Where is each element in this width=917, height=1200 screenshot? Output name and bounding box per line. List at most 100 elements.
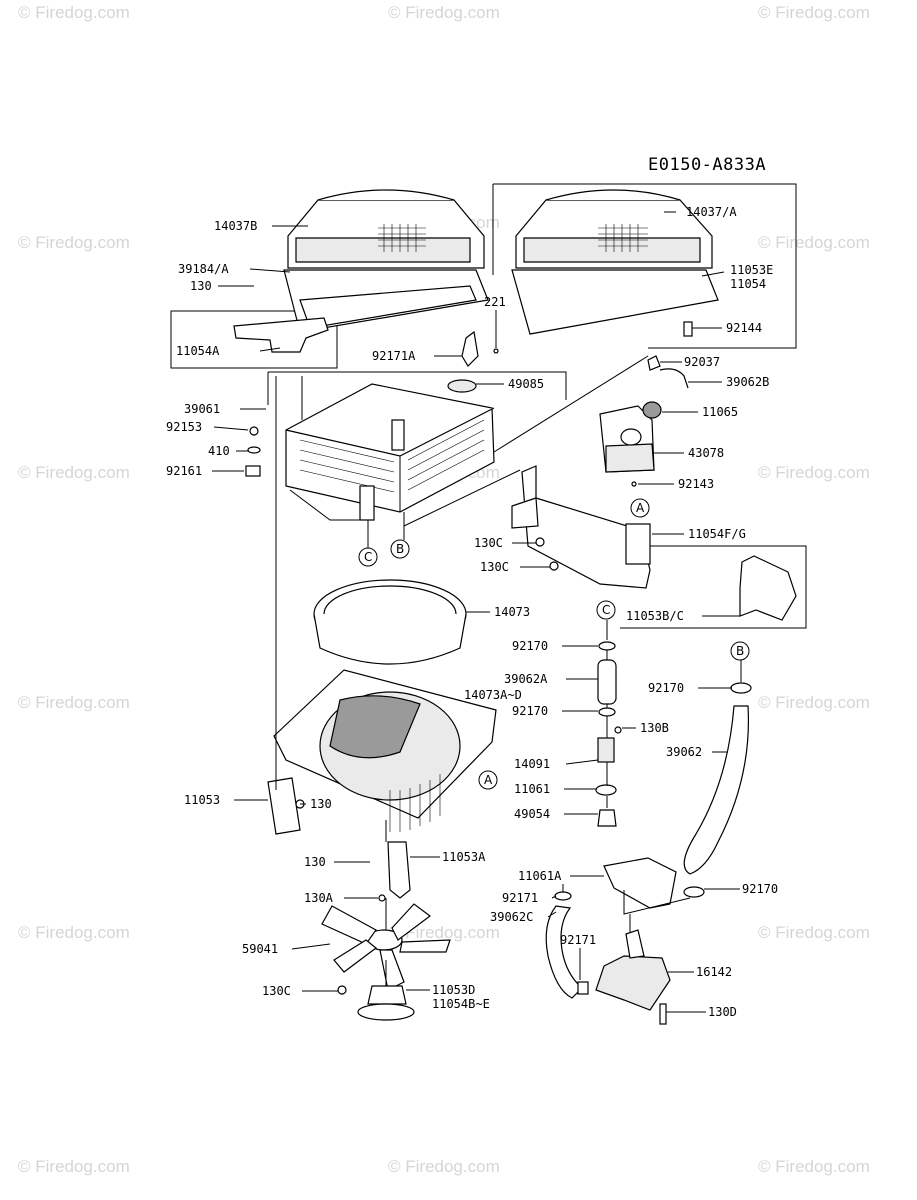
radiator-cap xyxy=(447,379,477,393)
leader-lines xyxy=(212,211,740,1013)
label-92143: 92143 xyxy=(678,477,714,491)
label-49054: 49054 xyxy=(514,807,550,821)
label-11053: 11053 xyxy=(184,793,220,807)
label-11054fg: 11054F/G xyxy=(688,527,746,541)
label-92170: 92170 xyxy=(512,639,548,653)
label-410: 410 xyxy=(208,444,230,458)
label-49085: 49085 xyxy=(508,377,544,391)
watermark: © Firedog.com xyxy=(758,1157,870,1176)
label-92037: 92037 xyxy=(684,355,720,369)
label-92170: 92170 xyxy=(648,681,684,695)
label-130d: 130D xyxy=(708,1005,737,1019)
watermark: © Firedog.com xyxy=(388,3,500,22)
fan-fins xyxy=(389,774,441,832)
label-130c: 130C xyxy=(474,536,503,550)
label-92153: 92153 xyxy=(166,420,202,434)
callout-c: C xyxy=(602,603,610,617)
label-11061a: 11061A xyxy=(518,869,562,883)
label-92171a: 92171A xyxy=(372,349,416,363)
label-11054b-e: 11054B~E xyxy=(432,997,490,1011)
grille xyxy=(378,224,426,252)
label-14037b: 14037B xyxy=(214,219,257,233)
hardware xyxy=(245,321,693,477)
watermark: © Firedog.com xyxy=(388,923,500,942)
label-130: 130 xyxy=(304,855,326,869)
callout-b: B xyxy=(736,644,744,658)
watermark: © Firedog.com xyxy=(388,1157,500,1176)
hose-39062 xyxy=(683,682,752,898)
fan-shroud xyxy=(313,579,467,665)
label-92170: 92170 xyxy=(742,882,778,896)
label-14073a-d: 14073A~D xyxy=(464,688,522,702)
label-11053d: 11053D xyxy=(432,983,475,997)
radiator xyxy=(285,383,495,521)
label-59041: 59041 xyxy=(242,942,278,956)
label-11061: 11061 xyxy=(514,782,550,796)
watermark: © Firedog.com xyxy=(758,3,870,22)
label-221: 221 xyxy=(484,295,506,309)
label-11053e: 11053E xyxy=(730,263,773,277)
watermark: © Firedog.com xyxy=(18,233,130,252)
bracket-11054fg xyxy=(511,465,651,589)
hoses-center xyxy=(595,641,622,827)
part-labels: 14037B 14037/A 39184/A 130 11053E 11054 … xyxy=(166,205,778,1019)
watermark: © Firedog.com xyxy=(18,1157,130,1176)
label-43078: 43078 xyxy=(688,446,724,460)
label-92144: 92144 xyxy=(726,321,762,335)
label-11054: 11054 xyxy=(730,277,766,291)
label-11053bc: 11053B/C xyxy=(626,609,684,623)
label-39184a: 39184/A xyxy=(178,262,229,276)
cooling-fan xyxy=(321,894,451,991)
bracket-11054a xyxy=(233,317,329,353)
label-92171: 92171 xyxy=(560,933,596,947)
label-130: 130 xyxy=(190,279,212,293)
radiator-cover-left xyxy=(283,189,489,333)
label-130a: 130A xyxy=(304,891,334,905)
label-14091: 14091 xyxy=(514,757,550,771)
diagram-code: E0150-A833A xyxy=(648,155,766,175)
callout-a: A xyxy=(484,773,493,787)
watermark: © Firedog.com xyxy=(758,463,870,482)
label-14073: 14073 xyxy=(494,605,530,619)
label-11053a: 11053A xyxy=(442,850,486,864)
label-39061: 39061 xyxy=(184,402,220,416)
bracket-11053a xyxy=(387,841,411,899)
group-boxes xyxy=(170,183,807,629)
radiator-core xyxy=(299,419,485,493)
grille xyxy=(598,224,648,252)
label-14037a: 14037/A xyxy=(686,205,737,219)
label-11065: 11065 xyxy=(702,405,738,419)
watermark: © Firedog.com xyxy=(18,923,130,942)
label-39062: 39062 xyxy=(666,745,702,759)
guide-lines xyxy=(275,355,742,986)
label-130: 130 xyxy=(310,797,332,811)
watermark: © Firedog.com xyxy=(758,693,870,712)
callout-a: A xyxy=(636,501,645,515)
watermark: © Firedog.com xyxy=(18,3,130,22)
label-16142: 16142 xyxy=(696,965,732,979)
water-pump xyxy=(595,857,677,1025)
label-92161: 92161 xyxy=(166,464,202,478)
watermark: © Firedog.com xyxy=(758,923,870,942)
watermark: © Firedog.com xyxy=(758,233,870,252)
label-39062a: 39062A xyxy=(504,672,548,686)
label-130c: 130C xyxy=(262,984,291,998)
label-39062c: 39062C xyxy=(490,910,533,924)
label-130c: 130C xyxy=(480,560,509,574)
radiator-cover-right xyxy=(511,189,719,335)
label-11054a: 11054A xyxy=(176,344,220,358)
watermark: © Firedog.com xyxy=(18,463,130,482)
reservoir-tank xyxy=(599,401,662,487)
bracket-11053bc xyxy=(739,555,797,621)
label-92170: 92170 xyxy=(512,704,548,718)
callout-b: B xyxy=(396,542,404,556)
callout-circles: A B C C B A xyxy=(358,498,750,790)
fan-housing xyxy=(267,669,497,835)
fan-spacer xyxy=(337,985,415,1021)
watermark: © Firedog.com xyxy=(18,693,130,712)
label-130b: 130B xyxy=(640,721,669,735)
label-92171: 92171 xyxy=(502,891,538,905)
callout-c: C xyxy=(364,550,372,564)
label-39062b: 39062B xyxy=(726,375,769,389)
